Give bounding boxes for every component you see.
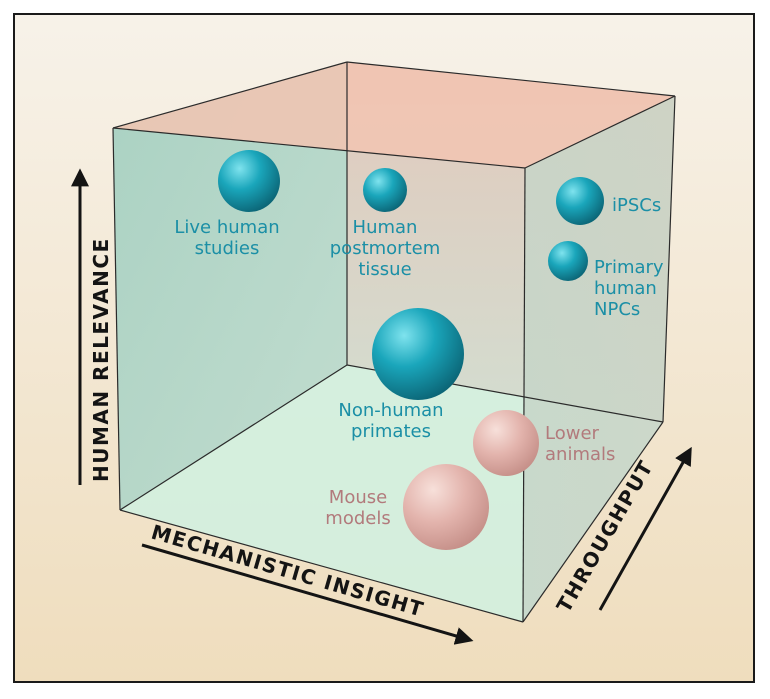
axis-human-relevance-label: HUMAN RELEVANCE [89,237,113,482]
axis-mechanistic-insight-arrow [141,543,474,645]
human-postmortem-tissue-sphere [363,168,407,212]
primary-human-npcs-label-line: human [594,278,657,299]
live-human-studies-label-line: Live human [174,217,279,238]
mouse-models-sphere [403,464,489,550]
human-postmortem-tissue-label-line: tissue [358,259,411,280]
lower-animals-label-line: animals [545,444,615,465]
ipscs-sphere [556,177,604,225]
mouse-models-label-line: Mouse [329,487,387,508]
primary-human-npcs-label-line: NPCs [594,299,640,320]
non-human-primates-label-line: Non-human [338,400,443,421]
cube-right-face [523,96,675,622]
live-human-studies-label-line: studies [195,238,260,259]
non-human-primates-label-line: primates [351,421,431,442]
cube-left-face [113,62,347,510]
lower-animals-sphere [473,410,539,476]
lower-animals-label-line: Lower [545,423,600,444]
human-postmortem-tissue-label-line: Human [353,217,418,238]
axis-throughput-arrow [598,446,692,611]
sphere-layer [218,150,604,550]
live-human-studies-sphere [218,150,280,212]
ipscs-label-line: iPSCs [612,195,661,216]
mouse-models-label-line: models [325,508,390,529]
axis-human-relevance: HUMAN RELEVANCE [71,168,113,485]
non-human-primates-sphere [372,308,464,400]
primary-human-npcs-label-line: Primary [594,257,664,278]
human-postmortem-tissue-label-line: postmortem [330,238,441,259]
primary-human-npcs-sphere [548,241,588,281]
ipscs-label: iPSCs [612,195,661,216]
cube-edges [112,61,676,623]
